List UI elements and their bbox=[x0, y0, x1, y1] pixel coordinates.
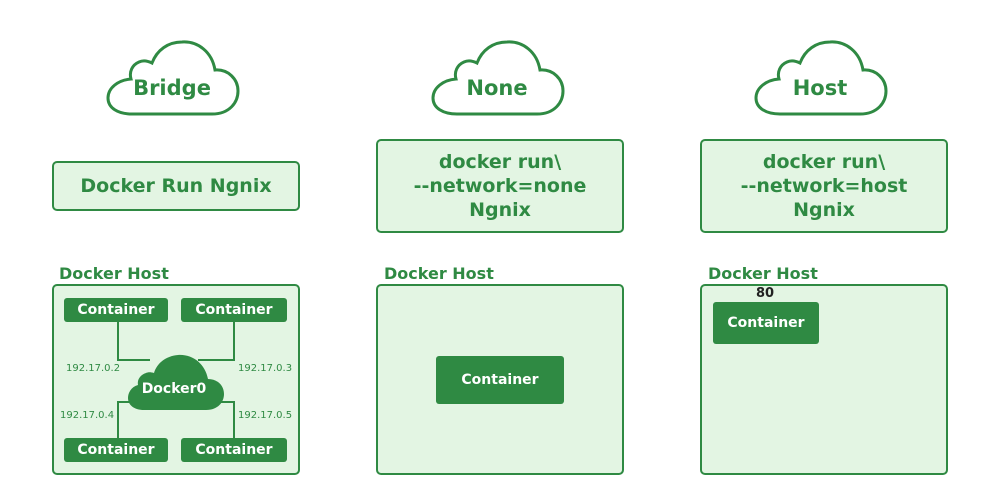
network-label-bridge: Bridge bbox=[133, 76, 211, 100]
cloud-icon bbox=[431, 40, 565, 116]
container-none[interactable]: Container bbox=[436, 356, 564, 404]
command-line: Ngnix bbox=[793, 199, 855, 221]
cloud-icon bbox=[754, 40, 888, 116]
docker-host-title-host: Docker Host bbox=[708, 264, 818, 283]
container-bridge-top-right[interactable]: Container bbox=[181, 298, 287, 322]
command-box-bridge: Docker Run Ngnix bbox=[52, 161, 300, 211]
docker-host-title-bridge: Docker Host bbox=[59, 264, 169, 283]
container-bridge-bottom-left[interactable]: Container bbox=[64, 438, 168, 462]
command-line: --network=none bbox=[413, 175, 587, 197]
ip-label: 192.17.0.4 bbox=[60, 410, 115, 421]
docker0-label: Docker0 bbox=[141, 381, 207, 397]
network-label-host: Host bbox=[792, 76, 848, 100]
ip-label: 192.17.0.2 bbox=[66, 363, 121, 374]
docker-host-title-none: Docker Host bbox=[384, 264, 494, 283]
command-line: docker run\ bbox=[762, 151, 886, 173]
bridge-cloud: Bridge bbox=[102, 34, 242, 126]
command-line: Docker Run Ngnix bbox=[80, 175, 272, 197]
command-line: --network=host bbox=[740, 175, 908, 197]
command-line: docker run\ bbox=[438, 151, 562, 173]
container-bridge-top-left[interactable]: Container bbox=[64, 298, 168, 322]
container-bridge-bottom-right[interactable]: Container bbox=[181, 438, 287, 462]
none-cloud: None bbox=[427, 34, 567, 126]
cloud-icon bbox=[106, 40, 240, 116]
port-label: 80 bbox=[756, 286, 775, 301]
docker0-cloud-icon bbox=[128, 354, 224, 410]
host-cloud: Host bbox=[750, 34, 890, 126]
ip-label: 192.17.0.5 bbox=[238, 410, 293, 421]
command-line: Ngnix bbox=[469, 199, 531, 221]
command-box-none: docker run\ --network=none Ngnix bbox=[376, 139, 624, 233]
network-label-none: None bbox=[466, 76, 528, 100]
container-host[interactable]: Container bbox=[713, 302, 819, 344]
ip-label: 192.17.0.3 bbox=[238, 363, 293, 374]
command-box-host: docker run\ --network=host Ngnix bbox=[700, 139, 948, 233]
